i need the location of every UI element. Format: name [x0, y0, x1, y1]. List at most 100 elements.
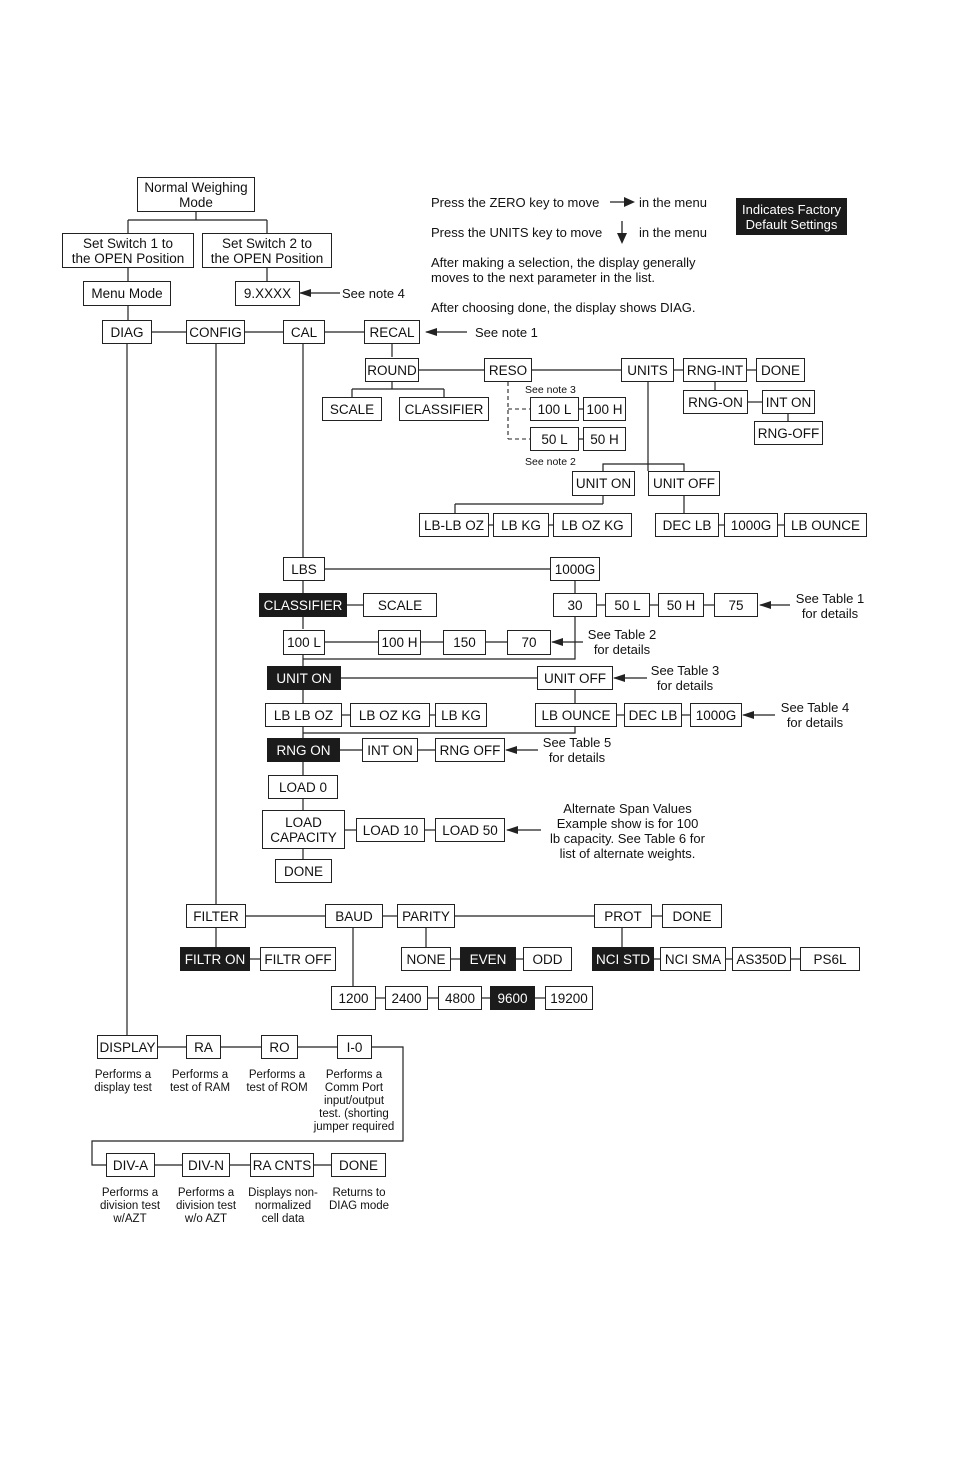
factory-default-legend: Indicates Factory Default Settings — [736, 198, 847, 235]
units-key-instruction: Press the UNITS key to move — [431, 225, 603, 240]
nci-sma-box: NCI SMA — [660, 947, 726, 971]
done-box-cal: DONE — [275, 859, 332, 883]
1000g-box-recal: 1000G — [724, 513, 778, 537]
value-70-box: 70 — [507, 630, 551, 655]
note-4-label: See note 4 — [342, 286, 405, 301]
switch-2-box: Set Switch 2 to the OPEN Position — [202, 233, 332, 268]
done-box-recal: DONE — [756, 358, 805, 382]
note-1-label: See note 1 — [475, 325, 538, 340]
filtr-on-default-box: FILTR ON — [180, 947, 250, 971]
parity-even-default-box: EVEN — [460, 947, 516, 971]
baud-4800-box: 4800 — [438, 986, 482, 1010]
baud-9600-default-box: 9600 — [490, 986, 535, 1010]
value-50h-box: 50 H — [658, 593, 704, 617]
int-on-box-recal: INT ON — [762, 390, 815, 414]
rng-off-box-cal: RNG OFF — [435, 738, 505, 762]
selection-note: After making a selection, the display ge… — [431, 255, 696, 285]
display-test-box: DISPLAY — [97, 1035, 158, 1059]
zero-key-instruction: Press the ZERO key to move — [431, 195, 600, 210]
dec-lb-box-recal: DEC LB — [655, 513, 719, 537]
ram-test-box: RA — [186, 1035, 221, 1059]
load-50-box: LOAD 50 — [435, 818, 505, 842]
dec-lb-box-cal: DEC LB — [624, 703, 682, 727]
table-3-note: See Table 3 for details — [650, 663, 720, 693]
table-2-note: See Table 2 for details — [587, 627, 657, 657]
note-2-label: See note 2 — [525, 456, 576, 468]
config-box: CONFIG — [186, 320, 245, 344]
normal-weighing-mode-box: Normal Weighing Mode — [137, 177, 255, 212]
filtr-off-box: FILTR OFF — [260, 947, 336, 971]
rng-on-default-box: RNG ON — [267, 738, 340, 762]
parity-box: PARITY — [397, 904, 455, 928]
reso-box: RESO — [484, 358, 532, 382]
display-test-description: Performs a display test — [94, 1069, 152, 1094]
prot-box: PROT — [594, 904, 652, 928]
div-n-box: DIV-N — [182, 1153, 230, 1177]
rng-on-box-recal: RNG-ON — [683, 390, 748, 414]
units-box: UNITS — [621, 358, 674, 382]
rom-test-description: Performs a test of ROM — [246, 1069, 308, 1094]
ram-test-description: Performs a test of RAM — [169, 1069, 231, 1094]
ps6l-box: PS6L — [800, 947, 860, 971]
load-10-box: LOAD 10 — [356, 818, 425, 842]
lb-lb-oz-box-recal: LB-LB OZ — [419, 513, 489, 537]
1000g-box-cal: 1000G — [550, 557, 600, 581]
rng-off-box-recal: RNG-OFF — [754, 421, 823, 445]
int-on-box-cal: INT ON — [362, 738, 418, 762]
unit-on-default-box: UNIT ON — [267, 666, 341, 690]
diag-box: DIAG — [102, 320, 152, 344]
classifier-default-box: CLASSIFIER — [259, 593, 347, 617]
reso-100l-box: 100 L — [530, 397, 579, 421]
note-3-label: See note 3 — [525, 384, 576, 396]
classifier-box-recal: CLASSIFIER — [399, 397, 489, 421]
div-a-description: Performs a division test w/AZT — [99, 1187, 161, 1225]
units-key-instruction-end: in the menu — [639, 225, 707, 240]
lb-kg-box-cal: LB KG — [435, 703, 487, 727]
version-box: 9.XXXX — [235, 281, 300, 306]
lb-kg-box-recal: LB KG — [493, 513, 549, 537]
value-50l-box: 50 L — [605, 593, 650, 617]
value-30-box: 30 — [553, 593, 597, 617]
switch-1-box: Set Switch 1 to the OPEN Position — [62, 233, 194, 268]
load-0-box: LOAD 0 — [268, 775, 338, 799]
lb-oz-kg-box-cal: LB OZ KG — [350, 703, 430, 727]
menu-mode-box: Menu Mode — [83, 281, 171, 306]
lbs-box: LBS — [283, 557, 325, 581]
value-150-box: 150 — [443, 630, 486, 655]
unit-off-box-cal: UNIT OFF — [537, 666, 613, 690]
table-4-note: See Table 4 for details — [780, 700, 850, 730]
div-a-box: DIV-A — [106, 1153, 155, 1177]
as350d-box: AS350D — [732, 947, 791, 971]
1000g-box-cal-units: 1000G — [690, 703, 742, 727]
reso-100h-box: 100 H — [583, 397, 626, 421]
scale-box-cal: SCALE — [363, 593, 437, 617]
filter-box: FILTER — [186, 904, 246, 928]
zero-key-instruction-end: in the menu — [639, 195, 707, 210]
parity-none-box: NONE — [401, 947, 451, 971]
baud-2400-box: 2400 — [385, 986, 428, 1010]
value-100l-box: 100 L — [283, 630, 325, 655]
scale-box-recal: SCALE — [322, 397, 382, 421]
table-5-note: See Table 5 for details — [542, 735, 612, 765]
value-75-box: 75 — [714, 593, 758, 617]
alternate-span-note: Alternate Span Values Example show is fo… — [550, 801, 705, 861]
round-box: ROUND — [365, 358, 419, 382]
ra-cnts-box: RA CNTS — [250, 1153, 314, 1177]
done-box-config: DONE — [662, 904, 722, 928]
unit-on-box-recal: UNIT ON — [572, 471, 635, 496]
done-description: Returns to DIAG mode — [328, 1187, 390, 1212]
value-100h-box: 100 H — [378, 630, 421, 655]
down-arrow-icon — [617, 221, 627, 244]
done-note: After choosing done, the display shows D… — [431, 300, 696, 315]
baud-1200-box: 1200 — [331, 986, 376, 1010]
lb-lb-oz-box-cal: LB LB OZ — [265, 703, 342, 727]
lb-ounce-box-recal: LB OUNCE — [784, 513, 867, 537]
cal-box: CAL — [283, 320, 325, 344]
unit-off-box-recal: UNIT OFF — [648, 471, 720, 496]
lb-ounce-box-cal: LB OUNCE — [535, 703, 617, 727]
io-test-description: Performs a Comm Port input/output test. … — [313, 1069, 395, 1133]
reso-50h-box: 50 H — [583, 427, 626, 451]
ra-cnts-description: Displays non- normalized cell data — [248, 1187, 318, 1225]
rom-test-box: RO — [261, 1035, 298, 1059]
